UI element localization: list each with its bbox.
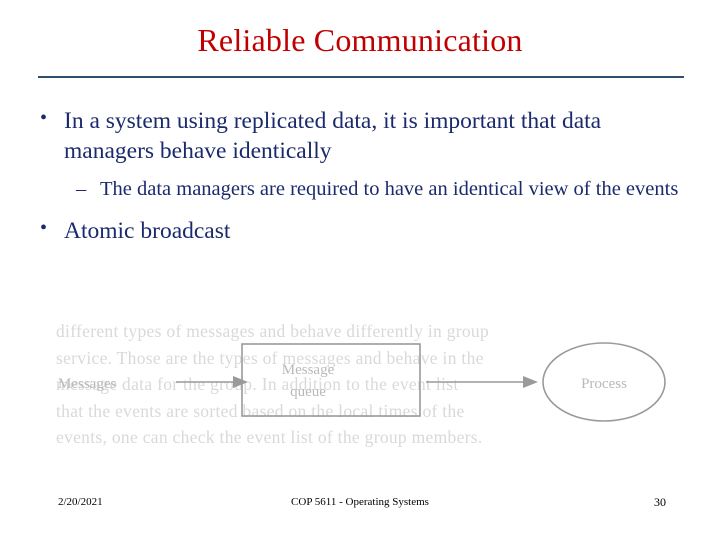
ghost-line: different types of messages and behave d…	[56, 321, 490, 341]
bullet-item-1: • In a system using replicated data, it …	[26, 106, 694, 166]
ghost-line: events, one can check the event list of …	[56, 427, 483, 448]
title-divider	[38, 76, 684, 78]
page-title: Reliable Communication	[197, 22, 523, 58]
messages-arrow-icon	[176, 376, 248, 388]
bullet-marker: –	[76, 178, 87, 201]
footer-date: 2/20/2021	[58, 496, 103, 508]
ghost-line: service. Those are the types of messages…	[56, 347, 484, 368]
ghost-line: message data for the group. In addition …	[56, 374, 459, 395]
footer-page-number: 30	[654, 495, 666, 509]
bullet-item-3: • Atomic broadcast	[26, 216, 694, 246]
process-label: Process	[581, 376, 627, 392]
queue-label-line1: Message	[282, 362, 335, 378]
bullet-marker: •	[40, 217, 48, 240]
bullet-text: Atomic broadcast	[64, 218, 231, 245]
bullet-text: In a system using replicated data, it is…	[64, 108, 602, 165]
bullet-item-2: – The data managers are required to have…	[26, 176, 694, 202]
message-queue-diagram: Messages Message queue Process	[36, 316, 696, 456]
bullet-text: The data managers are required to have a…	[100, 178, 679, 201]
messages-label: Messages	[58, 376, 116, 392]
background-ghost-text: different types of messages and behave d…	[56, 318, 676, 451]
process-ellipse	[542, 342, 666, 422]
message-queue-box	[241, 343, 421, 417]
footer-course: COP 5611 - Operating Systems	[291, 496, 429, 508]
bullet-marker: •	[40, 107, 48, 129]
spacer	[26, 202, 694, 216]
queue-to-process-arrow-icon	[426, 376, 538, 388]
queue-label-line2: queue	[290, 384, 326, 400]
slide-body: • In a system using replicated data, it …	[26, 106, 694, 246]
